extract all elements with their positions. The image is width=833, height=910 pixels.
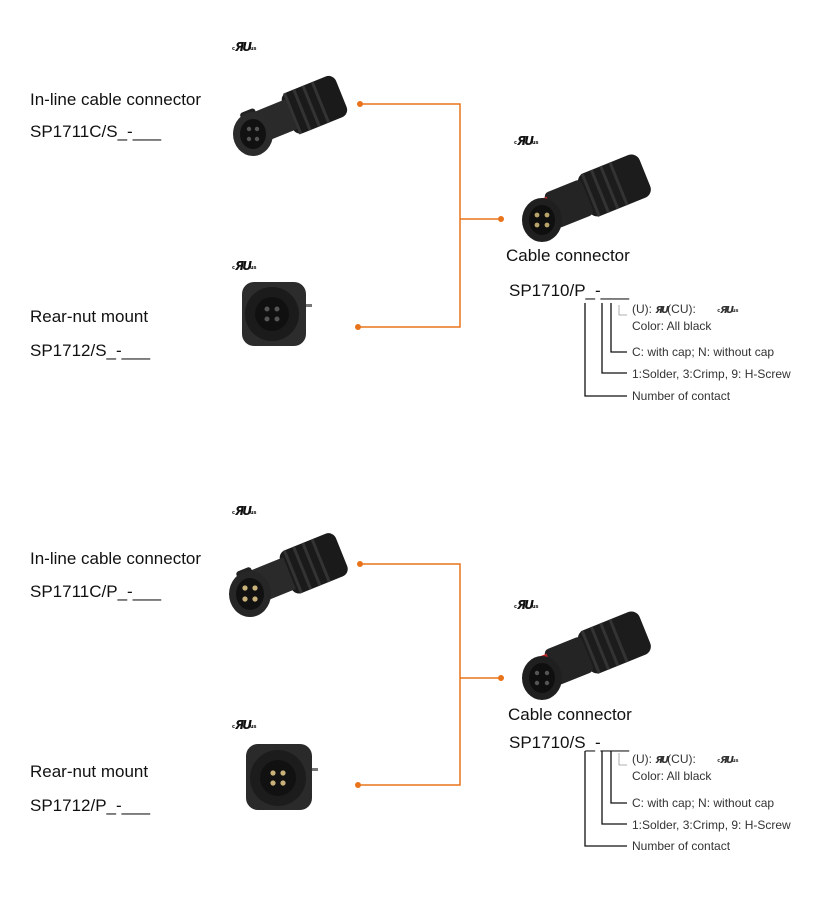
cul-us-cert-mark-small: cЯUus: [717, 305, 739, 316]
set2-rear-dot: [355, 782, 361, 788]
rear-nut-socket-image: [242, 282, 312, 346]
set2-code-brackets: [584, 751, 627, 847]
ul-cert-mark-small: ЯU: [655, 305, 669, 316]
set1-cable-code: SP1710/P_-___: [509, 281, 630, 300]
set1-inline-title: In-line cable connector: [30, 90, 202, 109]
rear-nut-plug-image: [246, 744, 318, 810]
ul-cert-mark: cЯUus: [232, 259, 257, 273]
set2-inline-title: In-line cable connector: [30, 549, 202, 568]
ul-cert-mark: cЯUus: [232, 504, 257, 518]
set2-links: [360, 563, 501, 786]
set2-contact-note: Number of contact: [632, 839, 731, 853]
set1-code-brackets: [584, 303, 627, 397]
set2-inline-dot: [357, 561, 363, 567]
set2-rear-code: SP1712/P_-___: [30, 796, 151, 815]
set2-rear-title: Rear-nut mount: [30, 762, 149, 781]
set1-cap-note: C: with cap; N: without cap: [632, 345, 775, 359]
cable-connector-socket-image: [522, 611, 651, 700]
set1-rear-code: SP1712/S_-___: [30, 341, 151, 360]
set2-cable-dot: [498, 675, 504, 681]
cul-us-cert-mark-small: cЯUus: [717, 755, 739, 766]
set2-term-note: 1:Solder, 3:Crimp, 9: H-Screw: [632, 818, 791, 832]
set2-cert-line: (U): ЯU(CU): cЯUus: [632, 752, 739, 766]
set1-inline-code: SP1711C/S_-___: [30, 122, 162, 141]
set1-color-note: Color: All black: [632, 319, 712, 333]
set2-color-note: Color: All black: [632, 769, 712, 783]
inline-connector-plug-image: [229, 533, 348, 617]
set1-contact-note: Number of contact: [632, 389, 731, 403]
cable-connector-plug-image: [522, 154, 651, 242]
set1-term-note: 1:Solder, 3:Crimp, 9: H-Screw: [632, 367, 791, 381]
ul-cert-mark-small: ЯU: [655, 755, 669, 766]
set2-cable-code: SP1710/S_-___: [509, 733, 630, 752]
set1-inline-dot: [357, 101, 363, 107]
set1-rear-dot: [355, 324, 361, 330]
set1-cable-dot: [498, 216, 504, 222]
ul-cert-mark: cЯUus: [514, 134, 539, 148]
ul-cert-mark: cЯUus: [232, 40, 257, 54]
set1-cert-line: (U): ЯU(CU): cЯUus: [632, 302, 739, 316]
set2-cap-note: C: with cap; N: without cap: [632, 796, 775, 810]
ul-cert-mark: cЯUus: [232, 718, 257, 732]
ul-cert-mark: cЯUus: [514, 598, 539, 612]
set1-cable-title: Cable connector: [506, 246, 630, 265]
set2-cable-title: Cable connector: [508, 705, 632, 724]
inline-connector-socket-image: [233, 75, 348, 156]
set2-inline-code: SP1711C/P_-___: [30, 582, 162, 601]
set1-rear-title: Rear-nut mount: [30, 307, 149, 326]
set1-links: [360, 103, 501, 328]
